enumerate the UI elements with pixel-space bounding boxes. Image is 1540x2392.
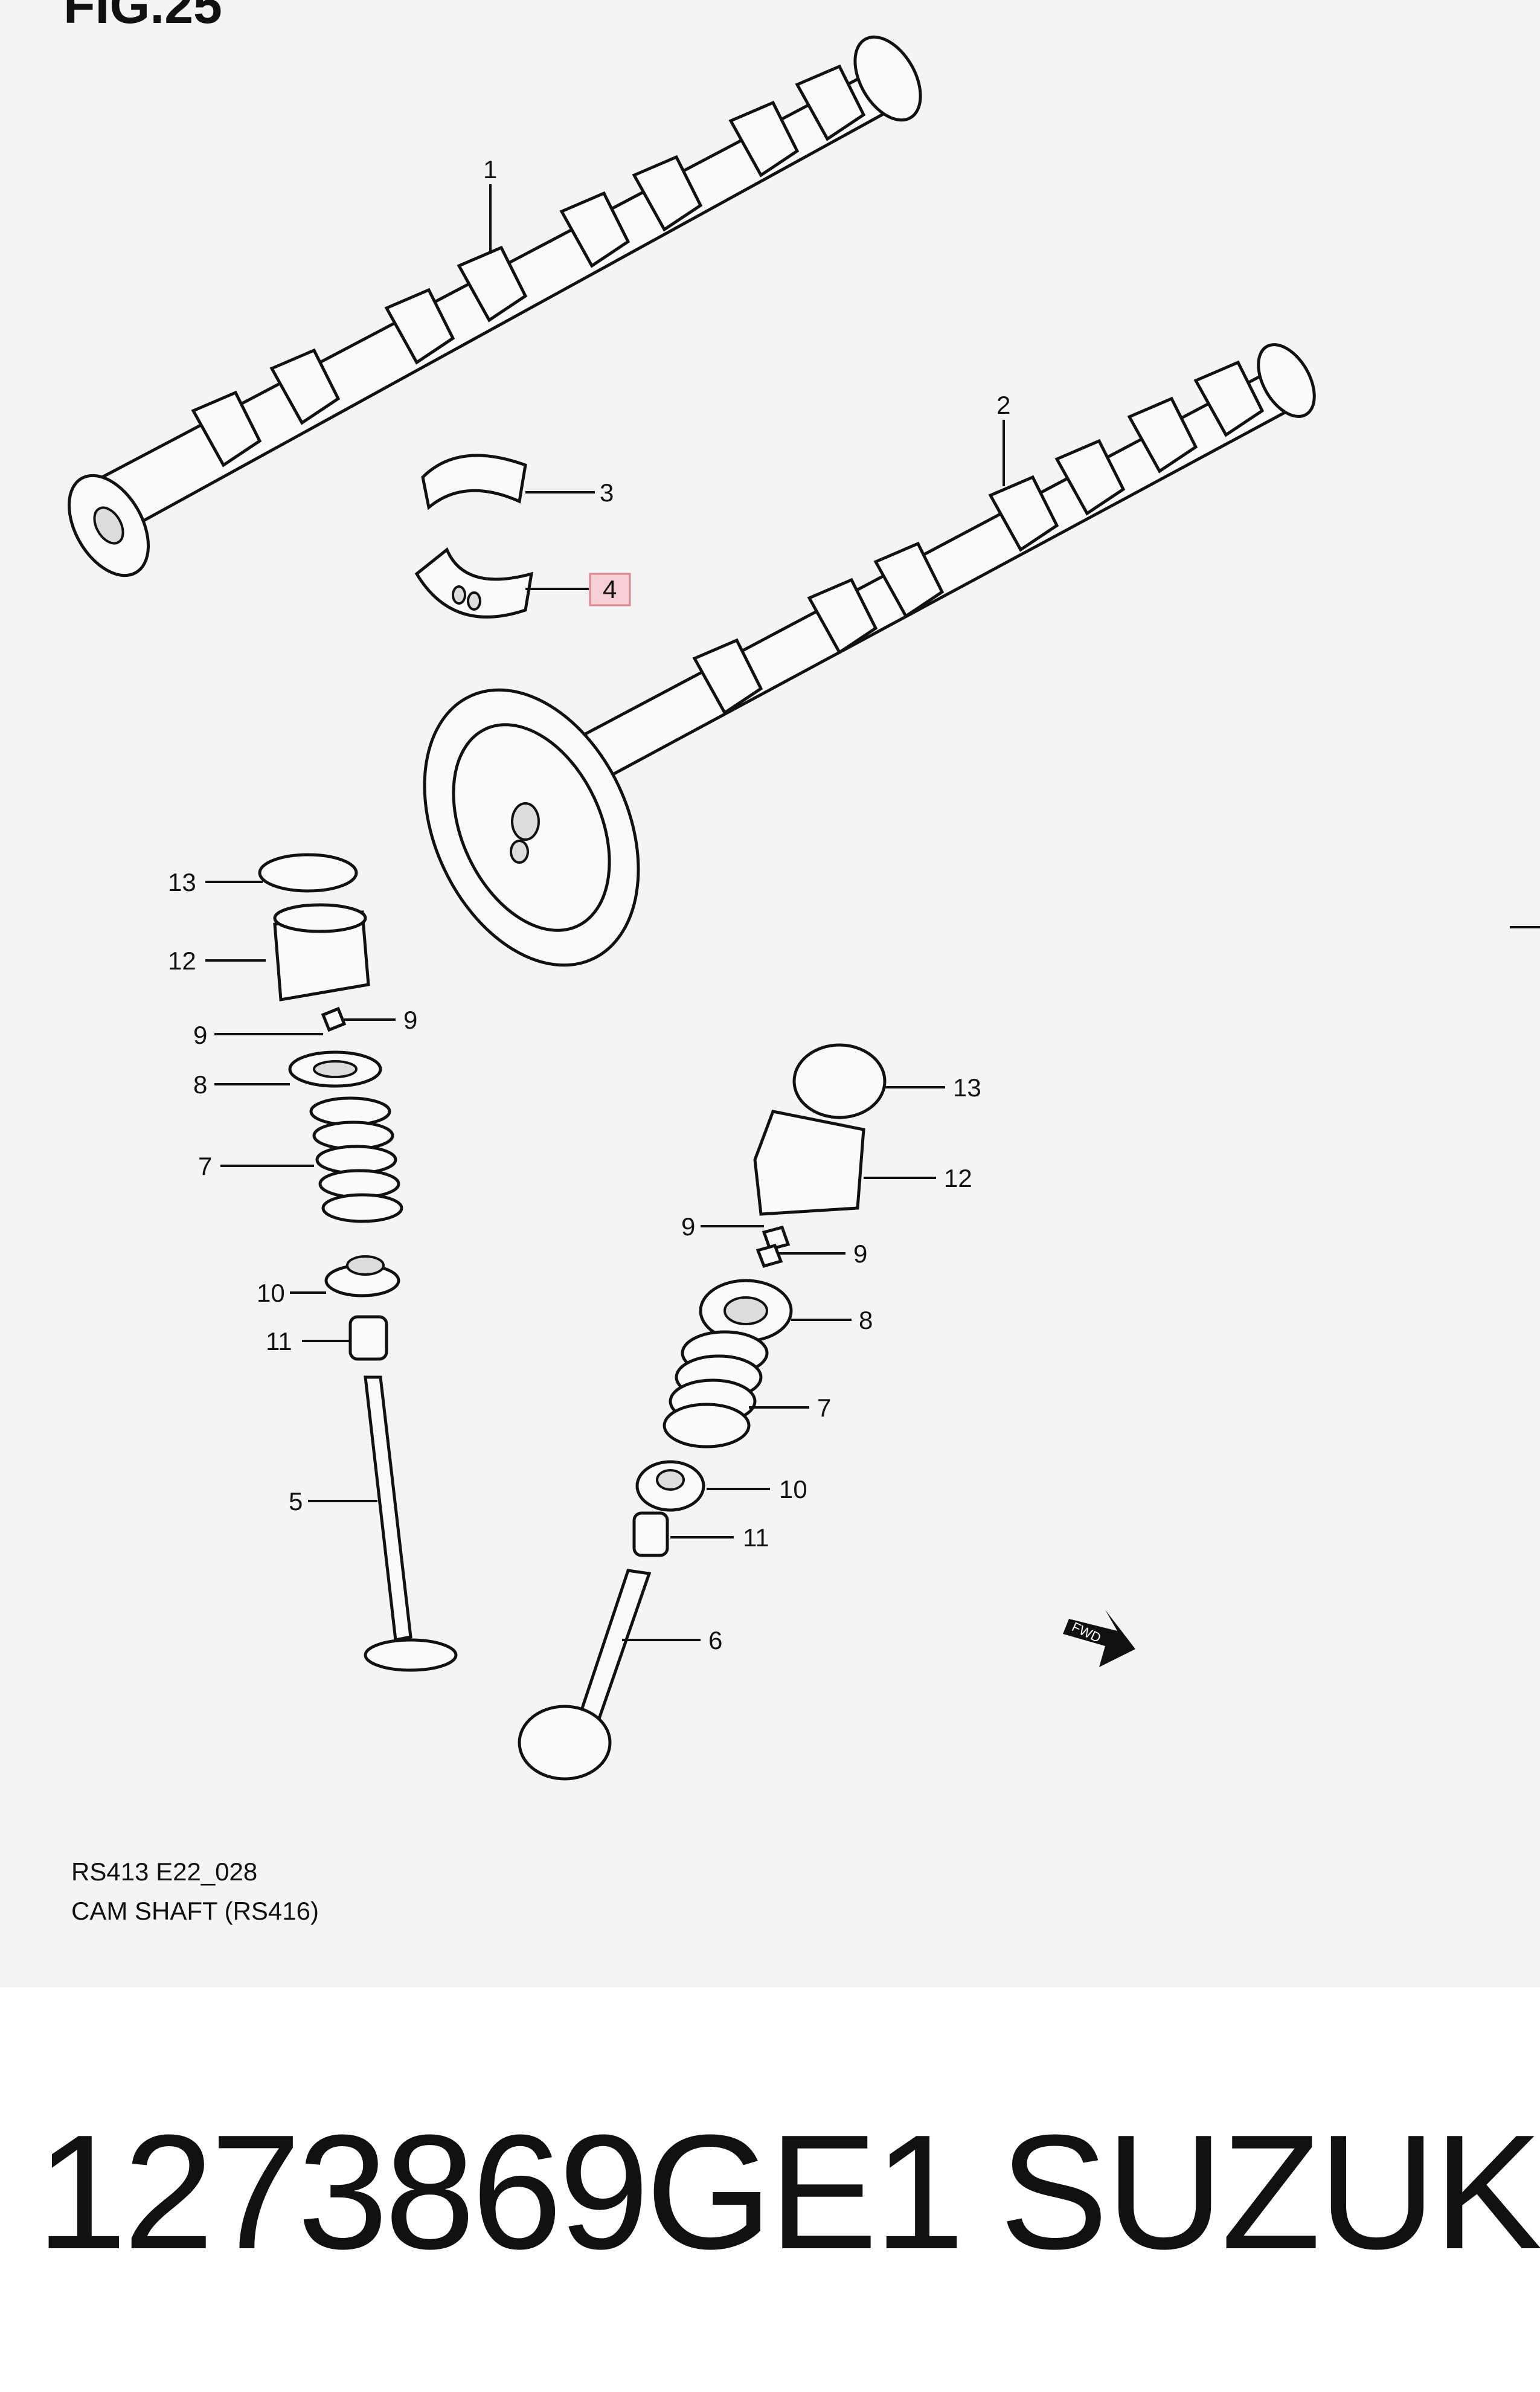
diagram-code: RS413 E22_028 xyxy=(71,1857,258,1886)
camshaft-2-drawing xyxy=(423,343,1316,967)
callout-5: 5 xyxy=(289,1487,303,1516)
bearing-3-drawing xyxy=(421,454,527,510)
callout-6: 6 xyxy=(708,1626,722,1654)
callout-8-left: 8 xyxy=(193,1070,207,1099)
callout-7-right: 7 xyxy=(817,1394,831,1422)
callout-9-left-b: 9 xyxy=(403,1006,417,1034)
callout-10-left: 10 xyxy=(257,1279,285,1307)
exploded-view-drawing: FWD xyxy=(67,35,1540,1781)
leader-lines xyxy=(205,184,1005,1641)
fwd-label: FWD xyxy=(1070,1619,1103,1645)
callout-9-left-a: 9 xyxy=(193,1021,207,1049)
callout-1: 1 xyxy=(483,155,497,184)
callout-4: 4 xyxy=(603,575,617,603)
camshaft-1-drawing xyxy=(67,35,922,577)
fwd-arrow: FWD xyxy=(1063,1610,1135,1667)
callout-10-right: 10 xyxy=(779,1475,807,1503)
figure-title: FIG.25 xyxy=(63,0,222,34)
callout-3: 3 xyxy=(600,478,614,507)
callout-11-right: 11 xyxy=(743,1523,769,1552)
callout-12-left: 12 xyxy=(168,947,196,975)
callout-9-right-a: 9 xyxy=(681,1212,695,1241)
brand-name: SUZUKI xyxy=(999,2101,1540,2283)
right-valve-assembly-drawing xyxy=(518,1043,887,1781)
callout-7-left: 7 xyxy=(198,1152,212,1180)
callout-13-left: 13 xyxy=(168,868,196,896)
callout-2: 2 xyxy=(996,391,1010,419)
callout-4-highlight xyxy=(589,573,631,606)
callout-11-left: 11 xyxy=(266,1327,292,1355)
callout-12-right: 12 xyxy=(944,1164,972,1192)
parts-diagram: FIG.25 xyxy=(0,0,1540,1987)
callout-9-right-b: 9 xyxy=(853,1239,867,1268)
diagram-caption: CAM SHAFT (RS416) xyxy=(71,1897,319,1925)
part-number: 1273869GE1 xyxy=(36,2101,964,2283)
left-valve-assembly-drawing xyxy=(258,853,458,1672)
bearing-4-drawing xyxy=(414,547,534,619)
callout-13-right: 13 xyxy=(953,1073,981,1102)
callout-8-right: 8 xyxy=(859,1306,873,1334)
